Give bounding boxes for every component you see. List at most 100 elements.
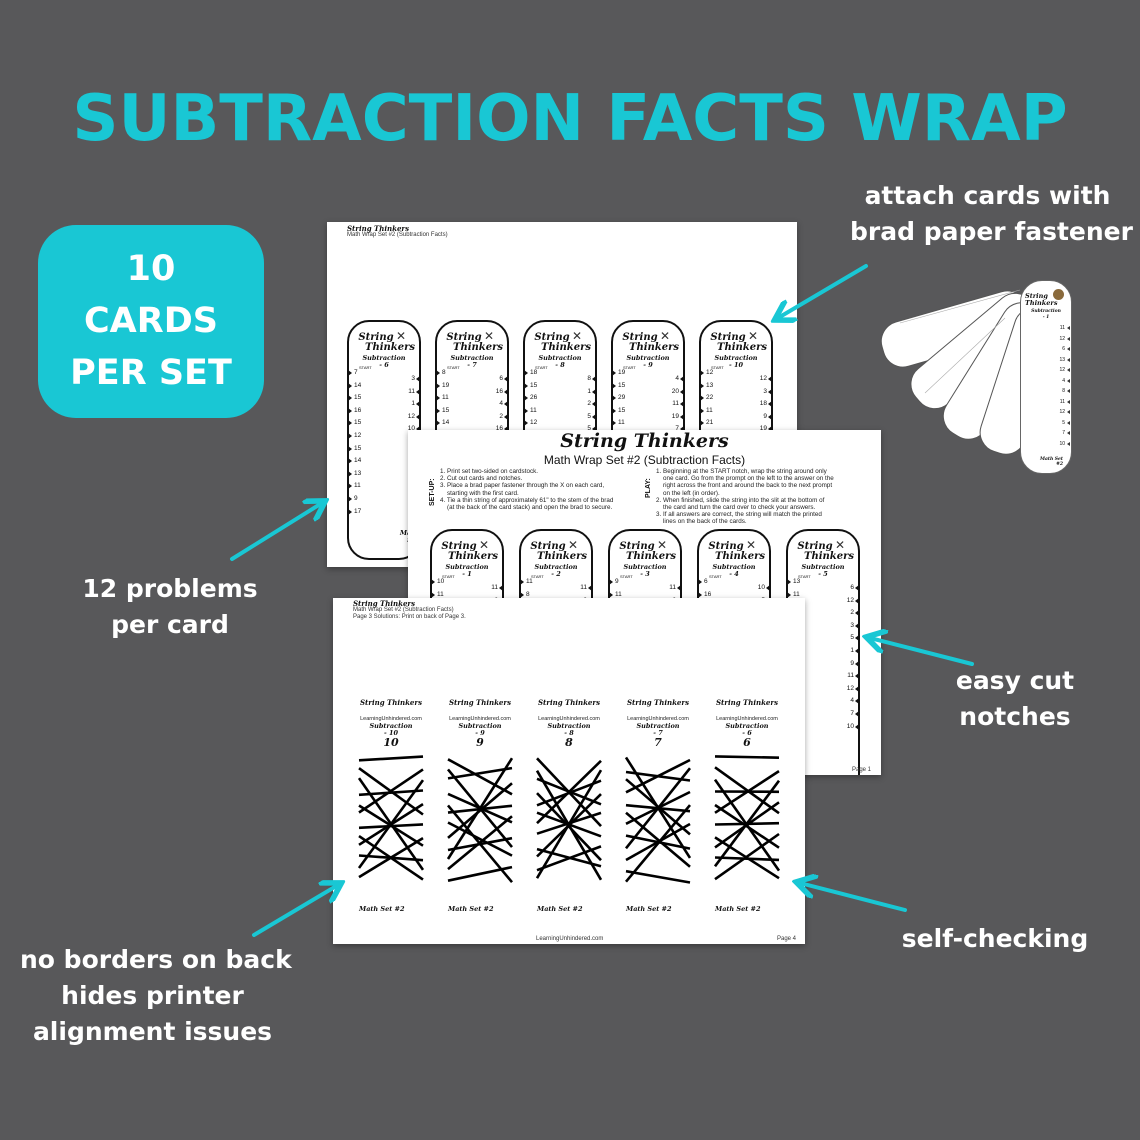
card-answer: 18 bbox=[759, 400, 767, 408]
card-answer: 2 bbox=[587, 400, 591, 408]
card-prompt: 9 bbox=[615, 578, 619, 585]
arrow-borders bbox=[252, 885, 338, 937]
fan-card-answer: 8 bbox=[1062, 388, 1065, 394]
notch bbox=[348, 382, 352, 389]
card-answer: 16 bbox=[495, 387, 503, 395]
sheet-brand: String Thinkers bbox=[347, 224, 410, 233]
card-answer: 11 bbox=[580, 584, 587, 591]
setup-step: 4. Tie a thin string of approximately 61… bbox=[440, 496, 614, 504]
card-answer: 9 bbox=[763, 412, 767, 420]
notch bbox=[436, 420, 440, 427]
card-x-mark: ✕ bbox=[835, 538, 846, 552]
worksheet-solutions-page: String Thinkers Math Wrap Set #2 (Subtra… bbox=[333, 598, 805, 944]
arrow-self-checking bbox=[800, 883, 907, 912]
card-prompt: 26 bbox=[530, 394, 538, 402]
card-prompt: 11 bbox=[530, 406, 537, 414]
card-answer: 5 bbox=[850, 634, 854, 642]
card-brand: Thinkers bbox=[448, 551, 498, 562]
card-brand: Thinkers bbox=[804, 551, 854, 562]
callout-self-checking: self-checking bbox=[901, 924, 1089, 953]
card-answer: 5 bbox=[587, 425, 591, 433]
notch bbox=[698, 591, 702, 598]
card-answer: 19 bbox=[671, 412, 679, 420]
notch bbox=[504, 413, 508, 420]
solution-card-number: 10 bbox=[383, 736, 399, 749]
solution-card-minus: - 8 bbox=[564, 729, 574, 737]
solution-string-line bbox=[447, 815, 513, 871]
play-step: lines on the back of the cards. bbox=[656, 518, 747, 526]
notch bbox=[609, 579, 613, 585]
card-prompt: 21 bbox=[706, 419, 714, 427]
solution-string-line bbox=[625, 869, 691, 884]
card-subtitle: Subtraction bbox=[714, 354, 758, 362]
card-x-mark: ✕ bbox=[484, 329, 495, 343]
setup-step: 2. Cut out cards and notches. bbox=[440, 475, 523, 483]
solution-card-minus: - 10 bbox=[383, 729, 398, 737]
card-answer: 6 bbox=[850, 584, 854, 591]
card-subtitle: Subtraction bbox=[712, 563, 756, 571]
solution-string-line bbox=[447, 766, 513, 780]
notch bbox=[436, 407, 440, 414]
card-brand: Thinkers bbox=[715, 551, 765, 562]
solution-card-minus: - 6 bbox=[742, 729, 752, 737]
fan-card-answer: 11 bbox=[1059, 325, 1065, 331]
play-steps: 1. Beginning at the START notch, wrap th… bbox=[656, 468, 876, 526]
solution-card-number: 9 bbox=[476, 736, 484, 749]
solution-string-line bbox=[625, 811, 691, 868]
solution-card-footer: Math Set #2 bbox=[715, 905, 761, 913]
card-prompt: 6 bbox=[704, 578, 708, 585]
card-brand: String bbox=[619, 541, 655, 552]
card-prompt: 15 bbox=[354, 444, 362, 452]
fan-notch bbox=[1067, 399, 1070, 404]
solution-card-number: 8 bbox=[565, 736, 573, 749]
callout-notches-line1: easy cut bbox=[955, 666, 1075, 695]
card-answer: 11 bbox=[491, 584, 498, 591]
solution-string-line bbox=[357, 779, 425, 869]
card-prompt: 15 bbox=[618, 406, 626, 414]
card-brand: Thinkers bbox=[365, 342, 415, 353]
card-answer: 3 bbox=[850, 621, 854, 629]
card-number: - 8 bbox=[555, 361, 565, 369]
notch bbox=[609, 591, 613, 598]
card-answer: 19 bbox=[759, 425, 767, 433]
notch bbox=[855, 698, 859, 705]
notch bbox=[348, 496, 352, 502]
card-brand: String bbox=[530, 541, 566, 552]
notch bbox=[700, 420, 704, 427]
card-brand: Thinkers bbox=[629, 342, 679, 353]
card-subtitle: Subtraction bbox=[626, 354, 670, 362]
card-prompt: 12 bbox=[706, 369, 714, 376]
card-answer: 10 bbox=[846, 722, 854, 730]
card-subtitle: Subtraction bbox=[445, 563, 489, 571]
card-prompt: 8 bbox=[442, 369, 446, 376]
callout-borders-line1: no borders on back bbox=[20, 945, 292, 974]
fan-notch bbox=[1067, 336, 1070, 341]
card-answer: 3 bbox=[411, 375, 415, 382]
notch bbox=[504, 388, 508, 395]
card-answer: 9 bbox=[850, 659, 854, 667]
card-answer: 12 bbox=[846, 596, 854, 604]
setup-steps: 1. Print set two-sided on cardstock.2. C… bbox=[440, 468, 640, 511]
solution-card-minus: - 9 bbox=[475, 729, 485, 737]
notch bbox=[768, 413, 772, 420]
fan-notch bbox=[1067, 368, 1070, 372]
sheet-subtitle: Math Wrap Set #2 (Subtraction Facts) bbox=[347, 232, 448, 238]
fan-card-brand: String Thinkers bbox=[1025, 292, 1058, 307]
notch bbox=[592, 426, 596, 433]
play-label: PLAY: bbox=[645, 478, 652, 498]
notch bbox=[855, 585, 859, 591]
card-answer: 8 bbox=[587, 375, 591, 382]
card-prompt: 12 bbox=[354, 432, 362, 439]
solution-card-footer: Math Set #2 bbox=[448, 905, 494, 913]
play-step: right across the front and around the ba… bbox=[656, 482, 833, 490]
card-x-mark: ✕ bbox=[568, 538, 579, 552]
notch bbox=[700, 382, 704, 389]
card-prompt: 19 bbox=[618, 369, 626, 376]
solution-card-site: LearningUnhindered.com bbox=[360, 716, 422, 722]
notch bbox=[677, 585, 681, 591]
play-step: the card and turn the card over to check… bbox=[656, 504, 816, 512]
fan-notch bbox=[1067, 431, 1070, 435]
